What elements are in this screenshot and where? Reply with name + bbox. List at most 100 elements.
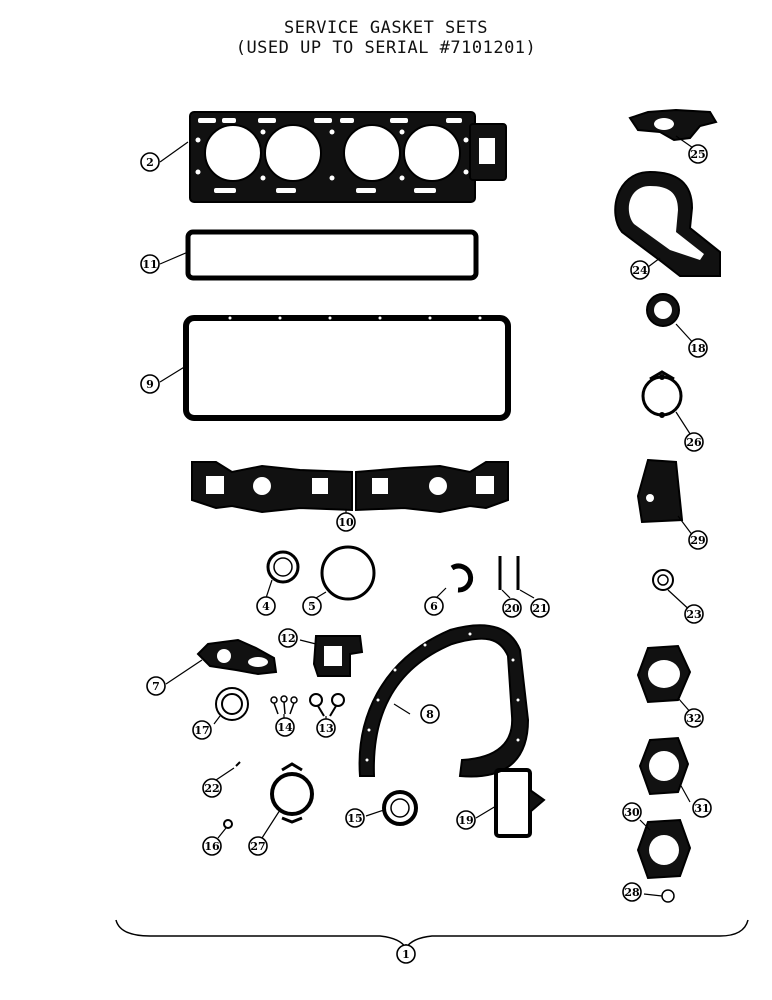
- callout-circle: [684, 708, 704, 728]
- callout-circle: [345, 808, 365, 828]
- callout-4: 4: [256, 596, 276, 616]
- callout-number: 5: [308, 600, 316, 613]
- callout-1: 1: [396, 944, 416, 964]
- callout-number: 23: [686, 608, 701, 621]
- callout-24: 24: [630, 260, 650, 280]
- callout-number: 11: [142, 258, 157, 271]
- callout-circle: [688, 338, 708, 358]
- callout-number: 19: [458, 814, 473, 827]
- callout-12: 12: [278, 628, 298, 648]
- gasket-7: [196, 638, 278, 676]
- gasket-26: [641, 370, 683, 418]
- gasket-32: [636, 644, 692, 704]
- callout-circle: [275, 717, 295, 737]
- small-rings-14: [270, 695, 298, 715]
- callout-circle: [396, 944, 416, 964]
- callout-circle: [146, 676, 166, 696]
- callout-number: 14: [277, 721, 293, 734]
- callout-circle: [140, 254, 160, 274]
- callout-number: 15: [347, 812, 362, 825]
- callout-23: 23: [684, 604, 704, 624]
- callout-25: 25: [688, 144, 708, 164]
- callout-number: 9: [146, 378, 154, 391]
- callout-number: 27: [250, 840, 265, 853]
- gasket-28: [661, 889, 675, 903]
- callout-circle: [192, 720, 212, 740]
- cylinder-head-gasket: [189, 111, 507, 203]
- callout-number: 7: [152, 680, 160, 693]
- callout-number: 24: [632, 264, 648, 277]
- callout-10: 10: [336, 512, 356, 532]
- callout-5: 5: [302, 596, 322, 616]
- rocker-cover-gasket: [185, 229, 479, 281]
- callout-20: 20: [502, 598, 522, 618]
- callout-19: 19: [456, 810, 476, 830]
- gasket-27: [270, 762, 314, 824]
- manifold-gasket-left: [191, 461, 353, 514]
- callout-29: 29: [688, 530, 708, 550]
- callout-circle: [336, 512, 356, 532]
- ring-16: [223, 819, 233, 829]
- diagram-title-line-1: SERVICE GASKET SETS: [284, 18, 488, 38]
- callout-number: 18: [690, 342, 706, 355]
- callout-circle: [630, 260, 650, 280]
- callout-circle: [140, 152, 160, 172]
- callout-number: 32: [686, 712, 701, 725]
- callout-circle: [502, 598, 522, 618]
- callout-number: 12: [280, 632, 295, 645]
- callout-18: 18: [688, 338, 708, 358]
- callout-14: 14: [275, 717, 295, 737]
- callout-number: 26: [686, 436, 702, 449]
- callout-9: 9: [140, 374, 160, 394]
- seal-17: [215, 687, 249, 721]
- gasket-19: [494, 768, 546, 838]
- callout-number: 6: [430, 600, 438, 613]
- gasket-23: [652, 569, 674, 591]
- callout-16: 16: [202, 836, 222, 856]
- callout-circle: [692, 798, 712, 818]
- gasket-30: [636, 818, 692, 880]
- callout-21: 21: [530, 598, 550, 618]
- gasket-18: [646, 293, 680, 327]
- rings-13: [309, 693, 345, 717]
- ring-5: [320, 545, 376, 601]
- callout-circle: [202, 778, 222, 798]
- callout-circle: [278, 628, 298, 648]
- callout-27: 27: [248, 836, 268, 856]
- callout-circle: [256, 596, 276, 616]
- callout-6: 6: [424, 596, 444, 616]
- callout-circle: [530, 598, 550, 618]
- callout-number: 29: [690, 534, 705, 547]
- callout-30: 30: [622, 802, 642, 822]
- gasket-31: [638, 736, 690, 796]
- pin-22: [235, 761, 241, 767]
- callout-28: 28: [622, 882, 642, 902]
- callout-number: 8: [426, 708, 434, 721]
- callout-17: 17: [192, 720, 212, 740]
- callout-circle: [248, 836, 268, 856]
- callout-8: 8: [420, 704, 440, 724]
- leader-lines: [159, 135, 697, 948]
- callout-number: 10: [338, 516, 354, 529]
- seal-4: [266, 550, 300, 584]
- manifold-gasket-right: [355, 461, 509, 514]
- callout-32: 32: [684, 708, 704, 728]
- callout-circle: [456, 810, 476, 830]
- diagram-title-line-2: (USED UP TO SERIAL #7101201): [235, 38, 537, 58]
- callout-22: 22: [202, 778, 222, 798]
- gasket-25: [628, 108, 718, 142]
- callout-circle: [140, 374, 160, 394]
- seal-6: [450, 563, 474, 593]
- callout-circle: [420, 704, 440, 724]
- callout-number: 1: [402, 948, 410, 961]
- callout-number: 25: [690, 148, 705, 161]
- timing-cover-gasket: [614, 170, 721, 277]
- callout-number: 13: [318, 722, 333, 735]
- oil-pan-gasket: [183, 315, 511, 421]
- callout-7: 7: [146, 676, 166, 696]
- callout-circle: [688, 144, 708, 164]
- callout-circle: [688, 530, 708, 550]
